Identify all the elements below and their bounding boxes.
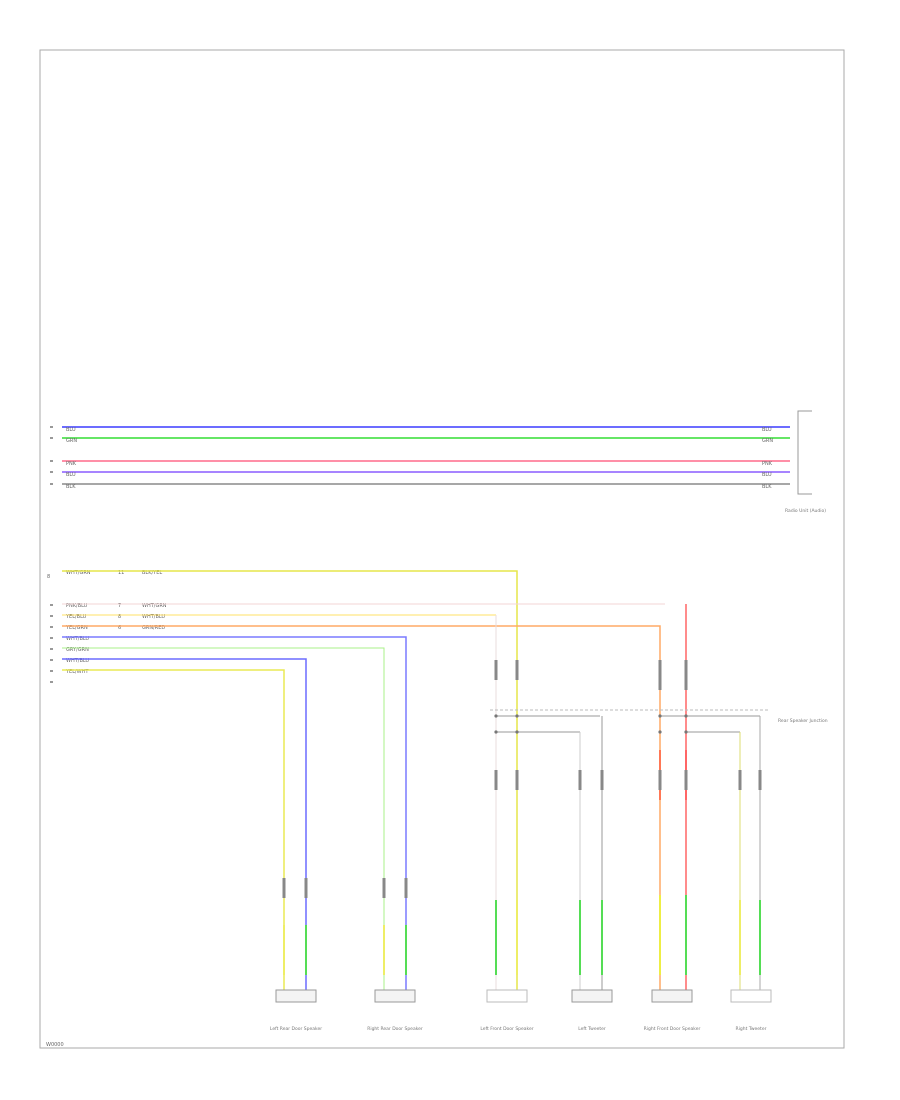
speaker-right-tweeter-label: Right Tweeter: [736, 1026, 767, 1032]
lb-wire-6: [62, 647, 385, 990]
bus-label-left-3: PNK: [66, 461, 77, 467]
lb-label-1: WHT/GRN: [66, 570, 91, 576]
lb-mid-1: 11: [118, 570, 124, 576]
bus-label-left-1: BLU: [66, 427, 76, 433]
lb-label-2: PNK/BLU: [66, 603, 88, 609]
lb-label-6: GRY/GRN: [66, 647, 89, 653]
radio-connector-label: Radio Unit (Audio): [785, 508, 826, 514]
lb-end-3: WHT/BLU: [142, 614, 165, 620]
lb-mid-4: 6: [118, 625, 121, 631]
speakers: Left Rear Door Speaker Right Rear Door S…: [270, 989, 772, 1032]
lb-wire-1: [62, 570, 518, 990]
left-bundle-pin-ticks: [50, 604, 53, 683]
junction-label: Rear Speaker Junction: [778, 718, 828, 724]
speaker-left-tweeter: Left Tweeter: [571, 989, 613, 1032]
lb-end-4: GRN/RED: [142, 625, 165, 631]
speaker-left-rear: Left Rear Door Speaker: [270, 989, 322, 1032]
bus-label-left-2: GRN: [66, 438, 77, 444]
bus-pin-ticks-left: [50, 426, 53, 485]
speaker-right-rear: Right Rear Door Speaker: [367, 989, 423, 1032]
speaker-left-rear-label: Left Rear Door Speaker: [270, 1026, 322, 1032]
speaker-right-front: Right Front Door Speaker: [644, 989, 701, 1032]
speaker-right-front-label: Right Front Door Speaker: [644, 1026, 701, 1032]
left-bundle: 8 WHT/GRN 11 BLK/YEL PNK/BLU 7 WHT/GRN Y…: [47, 570, 665, 990]
bus-label-right-4: BLU: [762, 472, 772, 478]
diagram-border: [39, 49, 845, 1049]
bus-label-right-2: GRN: [762, 438, 773, 444]
left-bundle-pin: 8: [47, 574, 50, 580]
lb-wire-4: [62, 625, 661, 990]
splice-dots: [494, 714, 688, 734]
lb-mid-2: 7: [118, 603, 121, 609]
speaker-right-tweeter: Right Tweeter: [730, 989, 772, 1032]
lb-end-2: WHT/GRN: [142, 603, 167, 609]
speaker-left-front-label: Left Front Door Speaker: [480, 1026, 533, 1032]
speaker-feeds: Rear Speaker Junction: [282, 604, 828, 990]
lb-wire-5: [62, 636, 407, 990]
lb-label-5: WHT/BLU: [66, 636, 89, 642]
top-bus: BLU GRN PNK BLU BLK BLU GRN PNK BLU BLK …: [50, 410, 826, 514]
bus-label-right-3: PNK: [762, 461, 773, 467]
bus-label-right-1: BLU: [762, 427, 772, 433]
lb-label-4: YEL/GRN: [65, 625, 88, 631]
lb-label-7: WHT/BLU: [66, 658, 89, 664]
lb-label-8: YEL/WHT: [65, 669, 89, 675]
radio-connector: [797, 410, 812, 495]
lb-label-3: YEL/BLU: [65, 614, 87, 620]
speaker-right-rear-label: Right Rear Door Speaker: [367, 1026, 423, 1032]
speaker-left-tweeter-label: Left Tweeter: [578, 1026, 606, 1032]
bus-label-left-5: BLK: [66, 484, 76, 490]
wire-tags: [282, 660, 762, 898]
bus-label-left-4: BLU: [66, 472, 76, 478]
bus-label-right-5: BLK: [762, 484, 772, 490]
speaker-left-front: Left Front Door Speaker: [480, 989, 534, 1032]
lb-wire-8: [62, 669, 285, 990]
lb-end-1: BLK/YEL: [142, 570, 162, 576]
diagram-id: W0000: [46, 1042, 64, 1048]
lb-mid-3: 8: [118, 614, 121, 620]
lb-wire-7: [62, 658, 307, 990]
lower-color-segments: [283, 750, 761, 975]
